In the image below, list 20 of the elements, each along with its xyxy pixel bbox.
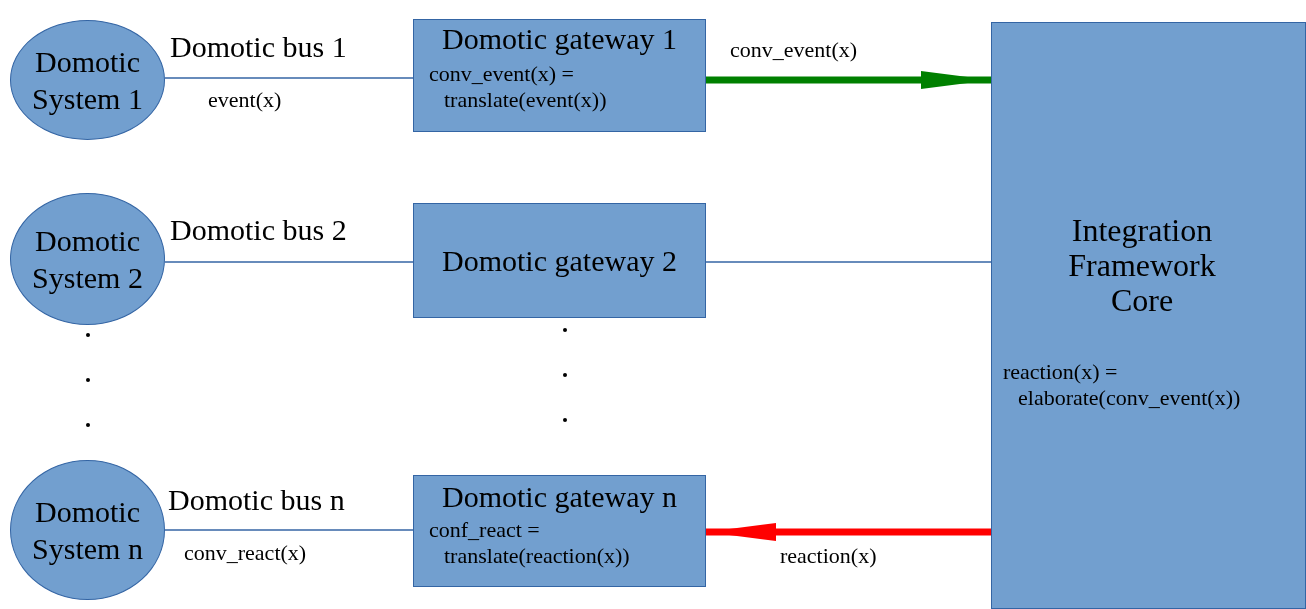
core-box <box>991 22 1306 609</box>
connector-line <box>164 529 414 531</box>
node-title: Domotic gateway n <box>441 480 678 513</box>
node-title: Domotic System 1 <box>31 43 144 117</box>
connector-line <box>164 261 414 263</box>
node-title: Domotic gateway 2 <box>441 244 678 277</box>
node-title: Domotic gateway 1 <box>441 22 678 55</box>
node-formula: conv_event(x) = translate(event(x)) <box>428 61 608 114</box>
connector-line <box>164 77 414 79</box>
gateway-box <box>413 203 706 318</box>
gateway-box <box>413 475 706 587</box>
node-formula: reaction(x) = elaborate(conv_event(x)) <box>1002 358 1242 412</box>
arrow <box>706 71 991 89</box>
connector-line <box>705 261 992 263</box>
arrow <box>706 523 991 541</box>
gateway-box <box>413 19 706 132</box>
node-formula: conf_react = translate(reaction(x)) <box>428 517 631 570</box>
node-title: Domotic System n <box>31 493 144 567</box>
node-title: Integration Framework Core <box>1067 213 1217 319</box>
node-title: Domotic System 2 <box>31 222 144 296</box>
